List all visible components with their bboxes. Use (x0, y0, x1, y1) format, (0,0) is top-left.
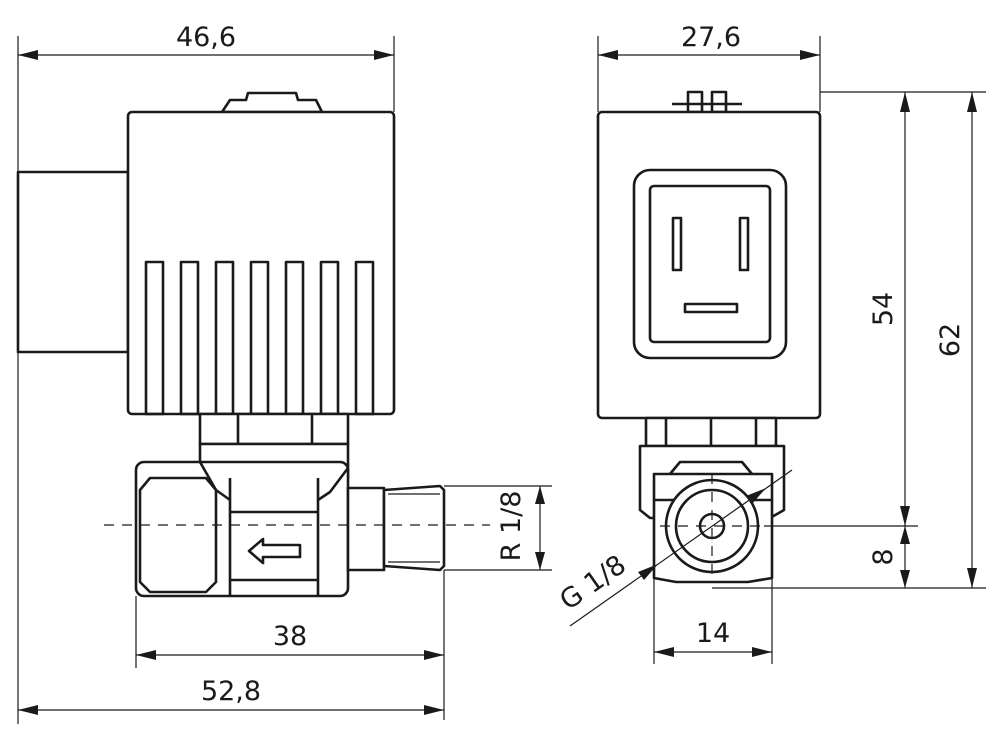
socket-pin-ground (683, 302, 739, 314)
dim-total-height: 62 (712, 92, 986, 589)
dim-46-6-label: 46,6 (176, 22, 236, 53)
socket-pin-left (671, 216, 683, 272)
dim-62-label: 62 (935, 323, 966, 357)
top-pins (672, 90, 742, 114)
dim-height-to-axis: 54 (764, 91, 986, 527)
dim-14-label: 14 (696, 618, 730, 649)
connector-socket (632, 168, 788, 360)
cooling-fins (144, 260, 375, 416)
side-view (16, 91, 490, 598)
outlet-port-middle (674, 488, 750, 564)
dim-r-1-8-label: R 1/8 (496, 491, 527, 562)
armature-nut (198, 412, 350, 446)
front-view (596, 90, 822, 584)
dim-total-length: 52,8 (17, 352, 444, 724)
socket-pin-right (738, 216, 750, 272)
dim-hex-width: 14 (653, 578, 773, 664)
dim-front-width: 27,6 (597, 22, 821, 112)
front-armature-nut (644, 416, 778, 448)
dim-8-label: 8 (868, 548, 899, 565)
outlet-fitting (346, 484, 446, 572)
dim-52-8-label: 52,8 (201, 676, 261, 707)
inlet-port-contour (138, 476, 218, 594)
valve-body (134, 460, 350, 598)
dim-port-spacing: 38 (135, 570, 445, 720)
dim-38-label: 38 (273, 621, 307, 652)
top-terminal (220, 91, 324, 114)
flow-arrow (247, 537, 302, 565)
connector-plug (16, 170, 130, 354)
dim-g-1-8-label: G 1/8 (554, 549, 632, 616)
dim-54-label: 54 (868, 292, 899, 326)
dim-axis-to-bottom: 8 (868, 526, 910, 588)
dim-side-width: 46,6 (17, 22, 395, 172)
dim-outlet-thread: R 1/8 (444, 485, 552, 571)
dim-27-6-label: 27,6 (681, 22, 741, 53)
